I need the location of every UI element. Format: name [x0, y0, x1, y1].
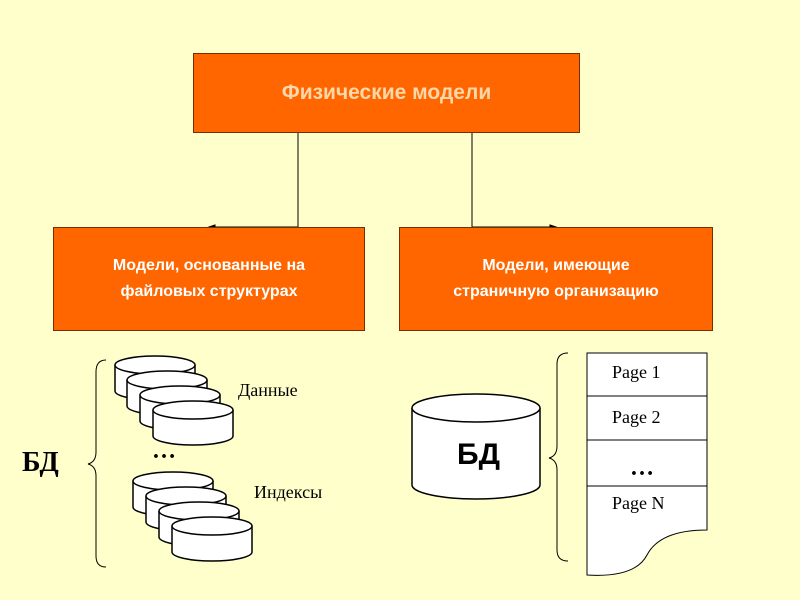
left-brace — [87, 359, 107, 568]
index-label: Индексы — [254, 482, 323, 502]
index-files-stack — [132, 471, 253, 562]
page-ellipsis: … — [630, 455, 654, 481]
page-label-2: Page 2 — [612, 407, 661, 427]
page-models-line-2: страничную организацию — [453, 283, 659, 300]
physical-models-title: Физические модели — [281, 81, 492, 104]
db-label-right: БД — [457, 438, 500, 471]
connector-right — [471, 133, 558, 230]
index-cylinder-4 — [171, 516, 253, 562]
data-label: Данные — [238, 380, 298, 400]
data-files-stack — [114, 355, 234, 446]
page-label-1: Page 1 — [612, 362, 661, 382]
file-models-line-1: Модели, основанные на — [112, 257, 306, 274]
db-label-left: БД — [22, 447, 59, 478]
physical-models-box: Физические модели — [193, 53, 580, 133]
page-organization-models-box: Модели, имеющие страничную организацию — [399, 227, 713, 331]
ellipsis-left: … — [152, 438, 176, 464]
database-cylinder — [411, 393, 541, 500]
file-models-line-2: файловых структурах — [120, 283, 298, 300]
connector-left — [207, 133, 299, 230]
data-cylinder-4 — [152, 400, 234, 446]
right-brace — [548, 352, 569, 562]
file-structure-models-box: Модели, основанные на файловых структура… — [53, 227, 365, 331]
page-models-line-1: Модели, имеющие — [482, 257, 630, 274]
page-label-n: Page N — [612, 493, 665, 513]
page-stack — [586, 352, 708, 576]
